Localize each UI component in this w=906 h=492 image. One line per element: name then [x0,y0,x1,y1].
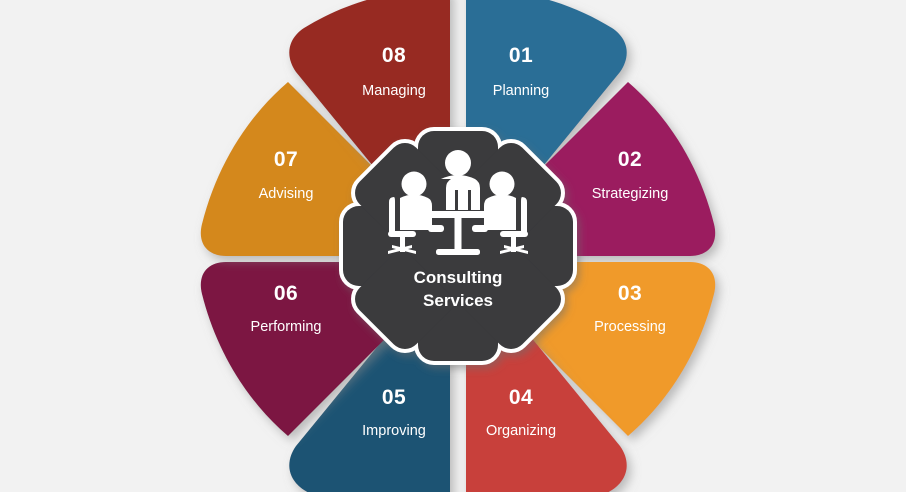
segment-05-label: Improving [362,423,426,439]
segment-03-label: Processing [594,319,666,335]
hub-title-line2: Services [423,291,493,310]
segment-07-number: 07 [274,148,298,171]
segment-04-label: Organizing [486,423,556,439]
segment-02-number: 02 [618,148,642,171]
segment-01-label: Planning [493,83,549,99]
segment-04-number: 04 [509,386,533,409]
segment-02-label: Strategizing [592,186,669,202]
hub-group[interactable]: Consulting Services [339,127,577,365]
segment-08-number: 08 [382,44,406,67]
segment-05-number: 05 [382,386,406,409]
segment-01-number: 01 [509,44,533,67]
segment-07-label: Advising [259,186,314,202]
segment-06-number: 06 [274,282,298,305]
segment-06-label: Performing [251,319,322,335]
hub-title-line1: Consulting [414,268,503,287]
segment-08-label: Managing [362,83,426,99]
meeting-people-icon [388,150,528,255]
segment-03-number: 03 [618,282,642,305]
